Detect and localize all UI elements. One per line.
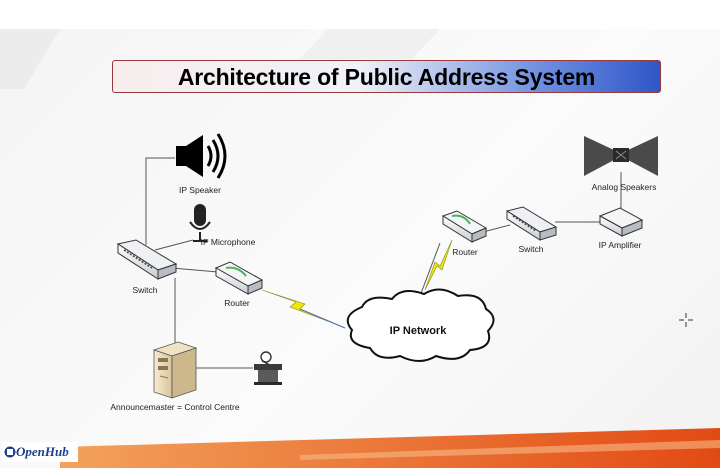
logo-mark-icon — [4, 446, 16, 458]
amplifier-icon — [598, 207, 644, 237]
ip-speaker-label: IP Speaker — [179, 185, 221, 195]
speaker-icon — [176, 133, 227, 179]
logo-text: OpenHub — [16, 444, 69, 459]
ip-microphone-label: IP Microphone — [201, 237, 256, 247]
microphone-icon — [189, 204, 211, 242]
lightning-icon — [424, 239, 453, 291]
link-switch-speaker — [145, 157, 175, 245]
switch-left-label: Switch — [132, 285, 157, 295]
lightning-icon — [261, 289, 346, 329]
page-title: Architecture of Public Address System — [177, 64, 596, 90]
cloud-icon: IP Network — [346, 288, 495, 362]
link-router-switch-right — [482, 224, 511, 233]
horn-speaker-icon — [584, 136, 658, 176]
openhub-logo: OpenHub — [2, 442, 78, 462]
ip-amplifier-label: IP Amplifier — [599, 240, 642, 250]
router-left-label: Router — [224, 298, 250, 308]
server-icon — [152, 341, 198, 399]
switch-right-label: Switch — [518, 244, 543, 254]
footer-bar — [60, 428, 720, 468]
router-right-label: Router — [452, 247, 478, 257]
crosshair-cursor-icon — [679, 313, 693, 327]
operator-desk-icon — [254, 351, 282, 385]
connection-lines — [145, 157, 622, 369]
link-cloud-router-right — [419, 242, 441, 297]
link-switch-router — [171, 267, 219, 273]
title-banner: Architecture of Public Address System — [112, 60, 661, 93]
network-switch-icon — [116, 239, 178, 280]
bg-shape — [300, 29, 440, 59]
network-switch-icon — [505, 206, 558, 241]
router-icon — [214, 261, 264, 295]
control-centre-label: Announcemaster = Control Centre — [110, 402, 239, 412]
link-switch-microphone — [154, 239, 194, 251]
router-icon — [441, 210, 488, 243]
footer-accent — [300, 440, 720, 460]
analog-speakers-label: Analog Speakers — [592, 182, 657, 192]
ip-network-label: IP Network — [390, 325, 448, 337]
